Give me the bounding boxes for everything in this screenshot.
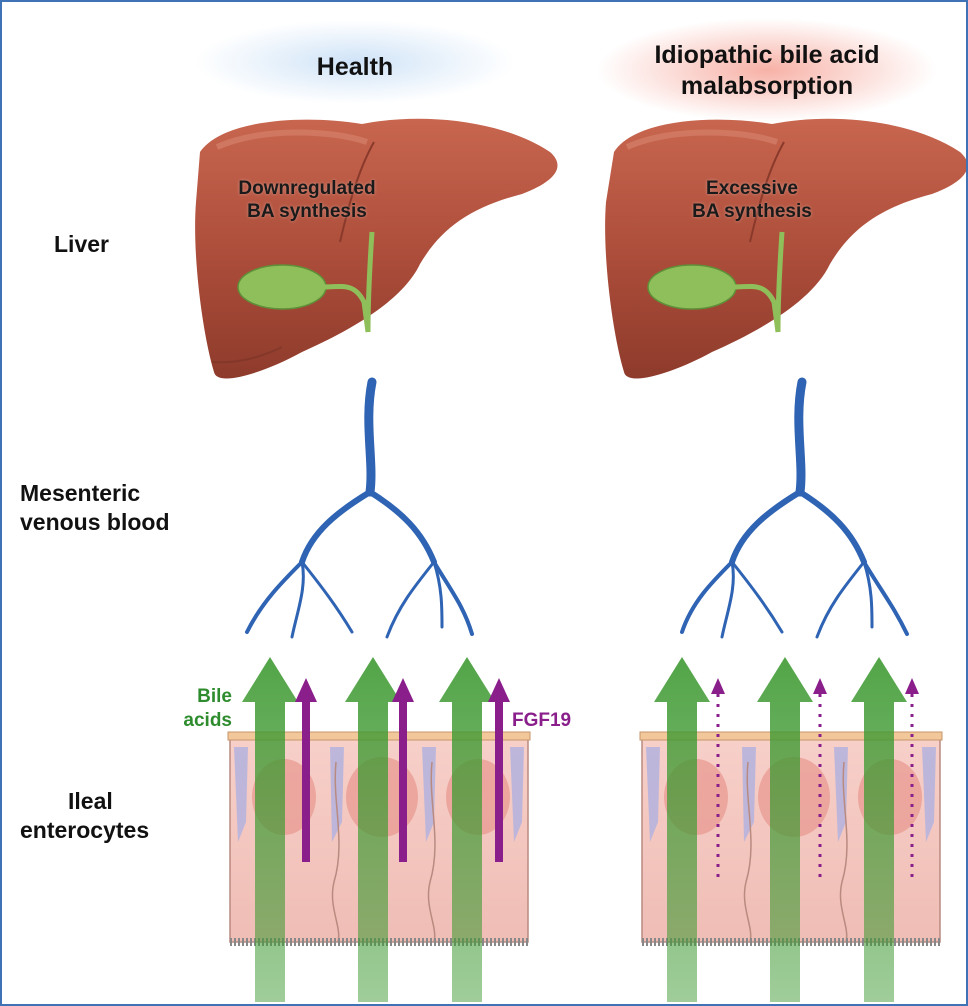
bile-acid-arrow bbox=[345, 657, 401, 1002]
ibam-title-glow bbox=[597, 18, 937, 122]
bile-acid-arrow bbox=[654, 657, 710, 1002]
ibam-title-line1: Idiopathic bile acid bbox=[654, 41, 880, 69]
ibam-title-line2: malabsorption bbox=[680, 72, 854, 100]
row-label-ileal-line1: Ileal bbox=[68, 788, 113, 814]
health-title-glow bbox=[195, 20, 515, 104]
liver-ibam bbox=[605, 118, 966, 379]
row-label-ileal-line2: enterocytes bbox=[20, 817, 150, 843]
gallbladder-health bbox=[237, 264, 327, 310]
row-label-blood-line2: venous blood bbox=[20, 509, 170, 535]
fgf19-arrow bbox=[488, 678, 510, 862]
ibam-liver-label-line2: BA synthesis bbox=[692, 201, 812, 222]
fgf19-arrow bbox=[295, 678, 317, 862]
vein-tree-ibam bbox=[680, 377, 909, 639]
bile-acid-arrow bbox=[439, 657, 495, 1002]
bile-acid-arrow bbox=[757, 657, 813, 1002]
health-title: Health bbox=[316, 53, 394, 81]
fgf19-arrow bbox=[392, 678, 414, 862]
bile-acid-arrows-health bbox=[242, 657, 495, 1002]
bile-acid-arrow bbox=[242, 657, 298, 1002]
vein-tree-health bbox=[245, 377, 474, 639]
ibam-liver-label-line1: Excessive bbox=[706, 178, 798, 199]
row-label-blood-line1: Mesenteric bbox=[20, 480, 141, 506]
bile-acid-arrow bbox=[851, 657, 907, 1002]
health-liver-label-line2: BA synthesis bbox=[247, 201, 367, 222]
bile-acids-label-line1: Bile bbox=[197, 686, 232, 707]
bile-acid-arrows-ibam bbox=[654, 657, 907, 1002]
fgf19-arrows-health bbox=[295, 678, 510, 862]
row-label-liver: Liver bbox=[54, 231, 109, 257]
fgf19-label: FGF19 bbox=[512, 710, 572, 731]
gallbladder-ibam bbox=[647, 264, 737, 310]
liver-health bbox=[195, 118, 558, 379]
health-liver-label-line1: Downregulated bbox=[238, 178, 376, 199]
bile-acids-label-line2: acids bbox=[183, 710, 232, 731]
fgf19-arrows-ibam-reduced bbox=[711, 678, 919, 877]
